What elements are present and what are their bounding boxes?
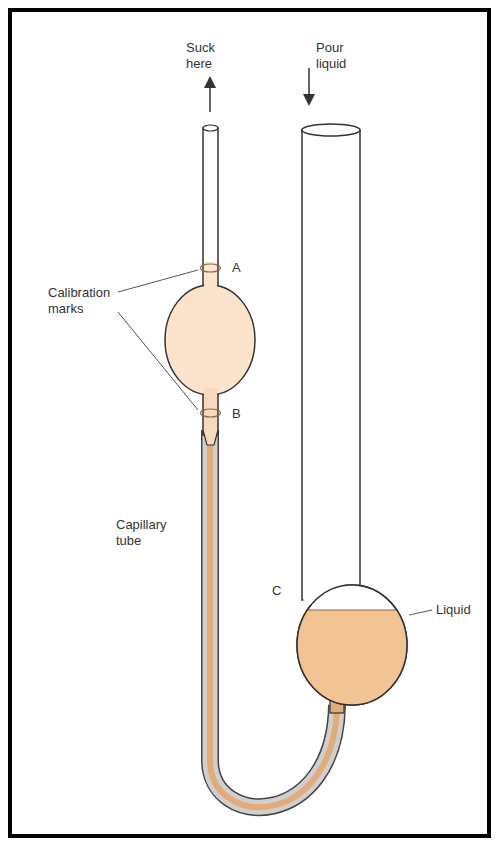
frame [10,10,489,836]
instruction-label: Suck here [186,40,226,72]
mark-letter: B [232,406,252,422]
bulb-letter: C [272,583,292,599]
part-label: Calibration marks [48,285,118,317]
part-label: Capillary tube [116,517,186,549]
part-label: Liquid [436,602,486,618]
instruction-label: Pour liquid [316,40,356,72]
mark-letter: A [232,260,252,276]
